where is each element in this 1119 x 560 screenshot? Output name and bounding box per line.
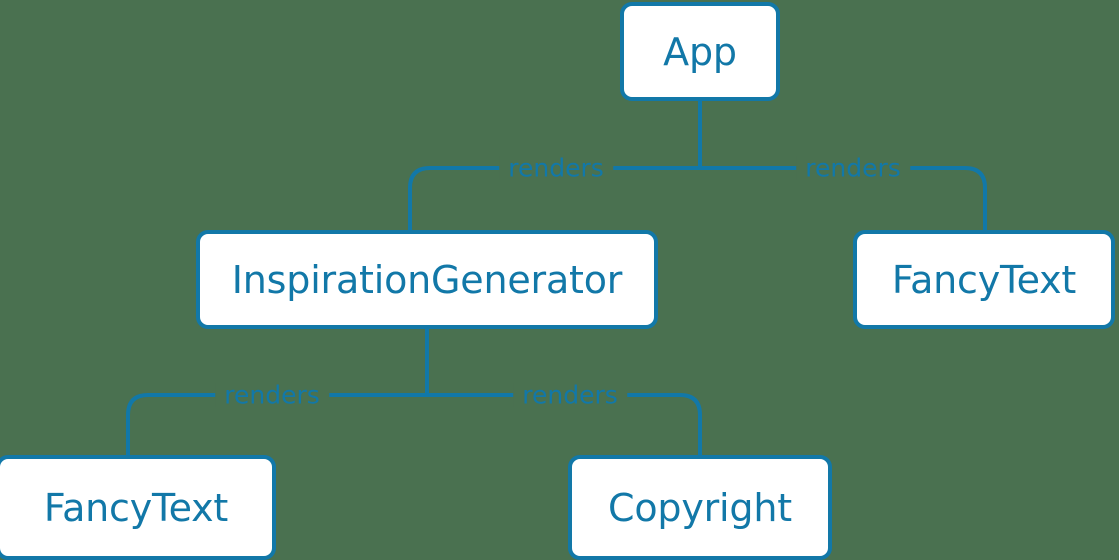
edge-inspiration-to-fancytext-bottom xyxy=(126,393,427,455)
node-inspiration-generator-label: InspirationGenerator xyxy=(231,257,623,302)
node-fancytext-right-label: FancyText xyxy=(891,257,1077,302)
edge-label-inspiration-fancytext-bottom: renders xyxy=(215,382,329,408)
edge-app-to-fancytext-right xyxy=(700,166,987,230)
node-fancytext-bottom-label: FancyText xyxy=(43,485,229,530)
node-fancytext-bottom[interactable]: FancyText xyxy=(0,455,276,560)
node-app[interactable]: App xyxy=(620,2,780,101)
edge-label-inspiration-copyright: renders xyxy=(513,382,627,408)
node-fancytext-right[interactable]: FancyText xyxy=(853,230,1115,329)
node-copyright[interactable]: Copyright xyxy=(568,455,832,560)
edge-label-app-fancytext-right: renders xyxy=(796,155,910,181)
edge-app-to-inspiration xyxy=(408,166,700,230)
node-app-label: App xyxy=(663,29,737,74)
node-inspiration-generator[interactable]: InspirationGenerator xyxy=(196,230,658,329)
edge-label-app-inspiration: renders xyxy=(499,155,613,181)
edge-inspiration-to-copyright xyxy=(427,393,702,455)
node-copyright-label: Copyright xyxy=(608,485,792,530)
